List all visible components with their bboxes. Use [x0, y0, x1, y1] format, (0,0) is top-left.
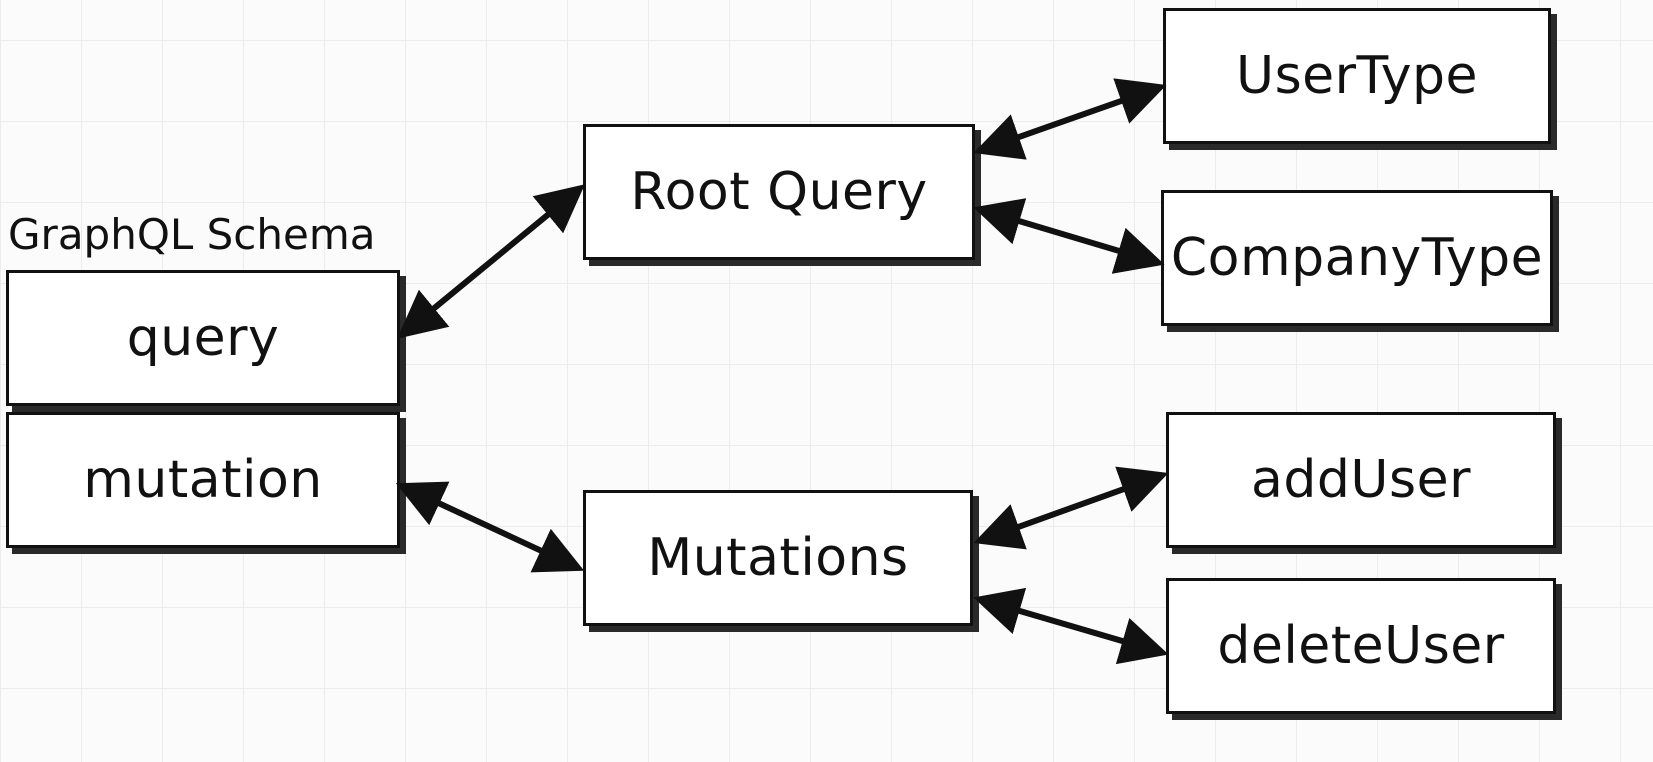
- schema-title: GraphQL Schema: [8, 210, 376, 259]
- query-box: query: [6, 270, 400, 406]
- arrow-rootquery-usertype: [973, 78, 1167, 160]
- arrow-mutations-deleteuser: [973, 587, 1169, 665]
- mutation-box: mutation: [6, 412, 400, 548]
- arrow-rootquery-companytype: [973, 198, 1165, 274]
- user-type-box: UserType: [1163, 8, 1551, 144]
- mutations-box: Mutations: [583, 490, 973, 626]
- add-user-box: addUser: [1166, 412, 1556, 548]
- company-type-box: CompanyType: [1161, 190, 1553, 326]
- delete-user-box: deleteUser: [1166, 578, 1556, 714]
- arrow-query-rootquery: [397, 184, 585, 339]
- arrow-mutations-adduser: [973, 466, 1169, 550]
- arrow-mutation-mutations: [395, 481, 585, 573]
